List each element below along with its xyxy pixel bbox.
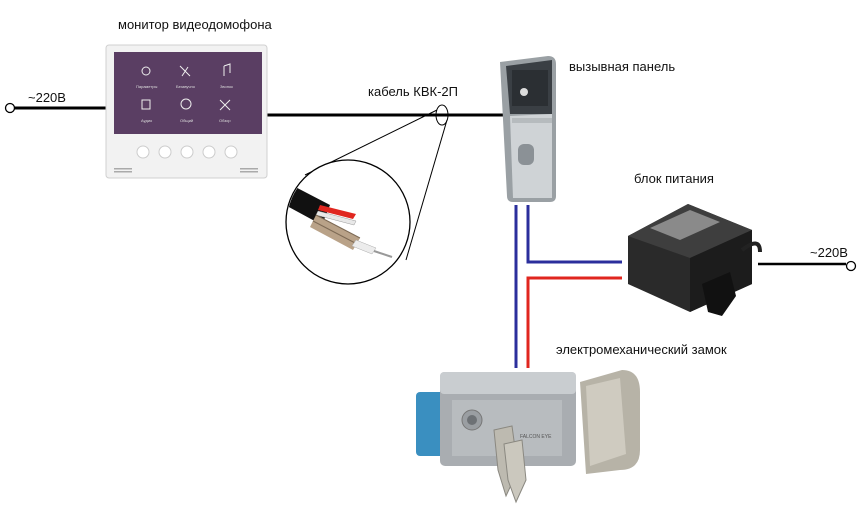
red-wire-to-lock <box>526 276 622 368</box>
menu-parameters: Параметры <box>136 84 157 89</box>
mains-right-label: ~220В <box>810 245 848 260</box>
menu-general: Общий <box>180 118 193 123</box>
mains-left-label: ~220В <box>28 90 66 105</box>
power-supply-label: блок питания <box>634 171 714 186</box>
electromechanical-lock: FALCON EYE <box>416 370 640 504</box>
menu-silent: Беззвучно <box>176 84 196 89</box>
menu-ring: Звонок <box>220 84 233 89</box>
mains-left-terminal <box>4 102 16 114</box>
lock-brand: FALCON EYE <box>520 434 552 440</box>
menu-audio: Аудио <box>141 118 153 123</box>
cable-closeup <box>285 159 411 285</box>
lock-label: электромеханический замок <box>556 342 727 357</box>
zoom-cone-line-bottom <box>405 119 448 261</box>
camera-lens <box>520 88 528 96</box>
call-panel-label: вызывная панель <box>569 59 676 74</box>
call-panel <box>500 56 556 202</box>
intercom-monitor: Параметры Беззвучно Звонок Аудио Общий О… <box>105 44 268 179</box>
cable-label: кабель КВК-2П <box>368 84 458 99</box>
cable-section-marker <box>435 104 449 126</box>
menu-overview: Обзор <box>219 118 231 123</box>
monitor-label: монитор видеодомофона <box>118 17 272 32</box>
mains-right-terminal <box>845 260 857 272</box>
power-supply <box>628 204 762 316</box>
blue-wire-to-power <box>526 205 622 264</box>
